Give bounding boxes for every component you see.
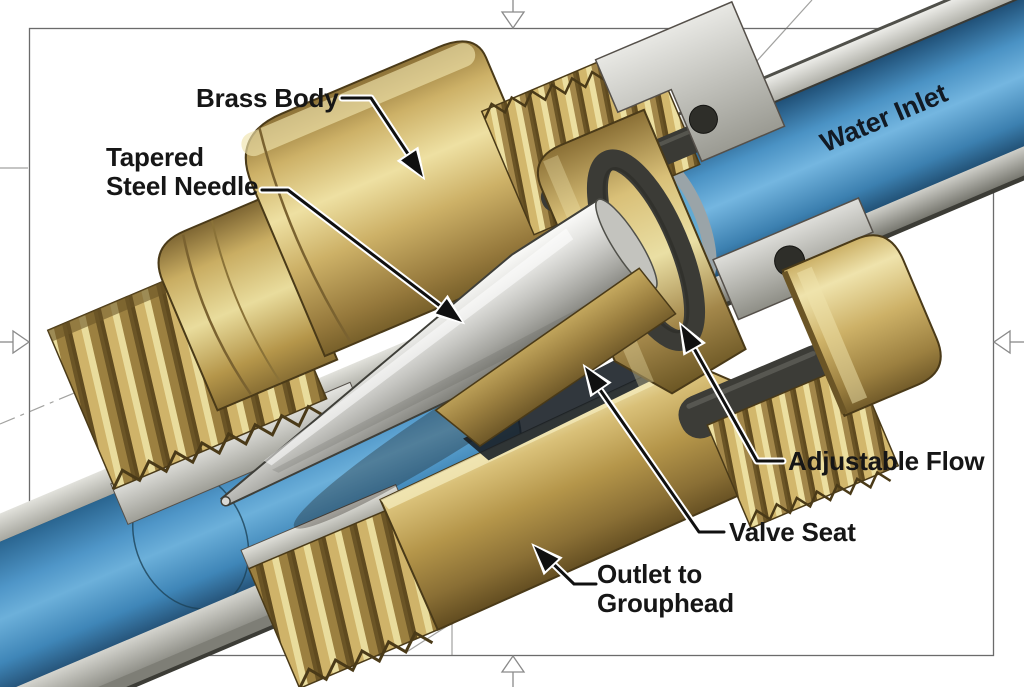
valve-seat-graphic (434, 267, 677, 447)
o-ring-section-dot-top (688, 104, 718, 134)
valve-seat-leader (582, 363, 728, 536)
steel-needle-graphic (220, 198, 658, 507)
coupling-nut-cut (594, 0, 786, 163)
outlet-to-grouphead-label: Outlet to Grouphead (597, 560, 734, 618)
brass-left-collar (157, 194, 339, 412)
outlet-to-grouphead-label-line2: Grouphead (597, 588, 734, 618)
outlet-to-grouphead-label-line1: Outlet to (597, 559, 703, 589)
needle-and-seat (220, 198, 677, 529)
tapered-steel-needle-label: Tapered Steel Needle (106, 143, 258, 201)
callout-leaders (258, 94, 787, 588)
adjustable-flow-leader (679, 321, 787, 465)
tapered-steel-needle-label-line2: Steel Needle (106, 171, 259, 201)
adjuster-end-nut (781, 234, 942, 418)
valve-cavity-shadow (463, 341, 686, 461)
outlet-to-grouphead-leader (531, 543, 600, 588)
marker-left (0, 329, 31, 355)
marker-bottom (500, 654, 526, 687)
valve-seat-label: Valve Seat (729, 517, 856, 547)
tapered-steel-needle-label-line1: Tapered (106, 142, 204, 172)
tapered-steel-needle-leader (258, 186, 466, 325)
brass-body-leader (338, 94, 426, 181)
marker-top (500, 0, 526, 30)
marker-right (992, 329, 1024, 355)
brass-body-label: Brass Body (196, 83, 339, 113)
adjustable-flow-label: Adjustable Flow (788, 446, 985, 476)
